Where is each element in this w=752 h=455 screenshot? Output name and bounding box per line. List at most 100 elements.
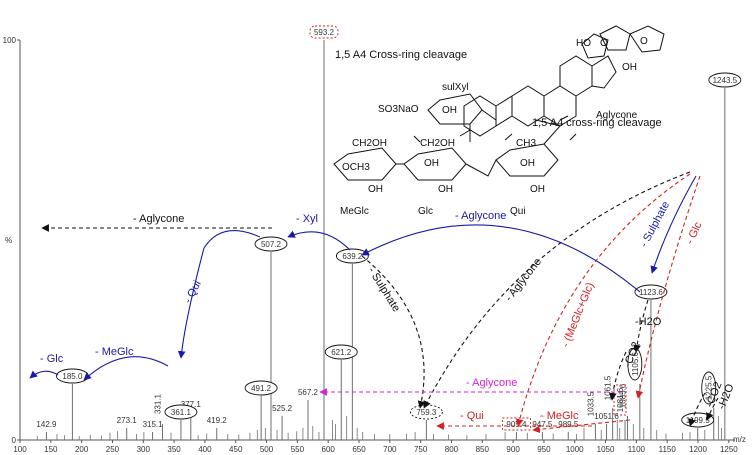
arrow-co2-left — [609, 351, 627, 401]
x-tick-label: 350 — [167, 445, 181, 454]
peak-label-frame — [708, 72, 742, 88]
svg-text:1105.6: 1105.6 — [631, 352, 640, 376]
x-tick-label: 950 — [537, 445, 551, 454]
label-meglc: MeGlc — [340, 206, 369, 217]
svg-text:331.1: 331.1 — [153, 393, 162, 414]
label-ch2oh-1: CH2OH — [352, 138, 387, 149]
x-tick-label: 150 — [44, 445, 58, 454]
svg-text:1061.5: 1061.5 — [604, 375, 613, 400]
arrow-qui-blue — [177, 230, 261, 359]
arrow-meglc-blue — [83, 356, 169, 381]
x-tick-label: 700 — [383, 445, 397, 454]
label-o-spiro: O — [640, 36, 648, 47]
x-tick-label: 100 — [13, 445, 27, 454]
arrow-glc-red — [635, 175, 701, 399]
peak-label-593.2: 593.2 — [314, 28, 335, 37]
svg-text:1225.5: 1225.5 — [705, 375, 714, 400]
y-tick-label: 0 — [12, 436, 17, 445]
x-tick-label: 800 — [445, 445, 459, 454]
ann-meglc-glc: - (MeGlc+Glc) — [560, 281, 597, 349]
ann-sulphate-blue: - Sulphate — [638, 199, 672, 249]
peak-label-507.2: 507.2 — [261, 240, 282, 249]
arrow-co2-right — [688, 392, 706, 427]
x-tick-label: 450 — [229, 445, 243, 454]
peak-label-759.3: 759.3 — [416, 408, 437, 417]
ann-aglycone-black: - Aglycone — [503, 256, 544, 304]
x-tick-label: 750 — [414, 445, 428, 454]
x-tick-label: 1200 — [689, 445, 707, 454]
x-tick-label: 900 — [506, 445, 520, 454]
label-cleavage-struct: 1,5 A4 cross-ring cleavage — [532, 117, 662, 129]
peak-label-frame — [309, 25, 339, 39]
x-tick-label: 400 — [198, 445, 212, 454]
peak-label-1123.6: 1123.6 — [639, 288, 663, 297]
peak-label-1225.5: 1225.5 — [701, 371, 717, 405]
peak-label-989.5: 989.5 — [558, 420, 579, 429]
arrow-aglycone-blue — [361, 224, 641, 293]
minor-peaks — [36, 416, 722, 440]
peak-label-frame — [254, 236, 288, 252]
y-tick-label: 100 — [3, 36, 17, 45]
peak-label-1081.6: 1081.6 — [613, 384, 627, 416]
chemical-structure — [333, 25, 665, 181]
peak-label-1061.5: 1061.5 — [604, 375, 613, 400]
structure-labels: HO O O OH Aglycone sulXyl SO3NaO OH 1,5 … — [340, 36, 662, 217]
x-tick-label: 300 — [137, 445, 151, 454]
label-ch2oh-2: CH2OH — [420, 138, 455, 149]
peak-label-frame — [634, 284, 668, 300]
label-aglycone: Aglycone — [596, 110, 638, 121]
label-oh-qui2: OH — [530, 184, 545, 195]
peaks — [45, 40, 726, 440]
peak-label-361.1: 361.1 — [171, 408, 192, 417]
peak-labels: 593.21243.5639.2507.21123.6621.2491.2185… — [36, 25, 742, 431]
x-tick-label: 550 — [291, 445, 305, 454]
label-ho: HO — [576, 38, 591, 49]
annotation-labels: - Aglycone - Xyl - Aglycone - Qui - Sulp… — [40, 199, 737, 422]
peak-label-331.1: 331.1 — [153, 393, 162, 414]
peak-label-frame — [164, 404, 198, 420]
ann-aglycone-top: - Aglycone — [133, 213, 184, 225]
x-tick-label: 600 — [322, 445, 336, 454]
label-oh-qui: OH — [520, 158, 535, 169]
arrow-sulphate-black — [361, 255, 426, 409]
peak-label-315.1: 315.1 — [143, 420, 164, 429]
svg-text:1081.6: 1081.6 — [616, 387, 625, 412]
x-tick-label: 500 — [260, 445, 274, 454]
label-oh-meglc: OH — [368, 184, 383, 195]
peak-label-567.2: 567.2 — [298, 388, 319, 397]
peak-label-419.2: 419.2 — [207, 416, 228, 425]
svg-text:1085.6: 1085.6 — [619, 383, 628, 408]
x-tick-label: 250 — [106, 445, 120, 454]
arrow-aglycone-black — [423, 171, 691, 409]
spiro-ring — [599, 25, 665, 53]
ann-meglc-blue: - MeGlc — [95, 346, 134, 358]
label-glc: Glc — [418, 206, 433, 217]
ann-qui-blue: - Qui — [182, 279, 204, 306]
label-oh-xyl: OH — [442, 105, 457, 116]
label-qui: Qui — [510, 206, 526, 217]
ann-glc-red: - Glc — [684, 220, 705, 247]
peak-label-621.2: 621.2 — [331, 348, 352, 357]
x-tick-label: 1050 — [597, 445, 615, 454]
fragmentation-arrows — [29, 171, 719, 434]
x-tick-label: 850 — [476, 445, 490, 454]
label-sulxyl: sulXyl — [442, 82, 469, 93]
arrow-h2o-right — [706, 397, 719, 421]
ann-meglc-red: - MeGlc — [540, 410, 579, 422]
ann-aglycone-magenta: - Aglycone — [466, 377, 517, 389]
peak-label-frame — [324, 344, 358, 360]
label-oh-glc2: OH — [438, 184, 453, 195]
ann-glc-left: - Glc — [40, 353, 64, 365]
y-axis-label: % — [5, 236, 12, 245]
arrow-xyl — [287, 230, 351, 251]
peak-label-273.1: 273.1 — [117, 416, 138, 425]
label-o-lactone: O — [600, 38, 608, 49]
cleavage-marks — [413, 115, 577, 143]
label-oh-aglycone: OH — [622, 62, 637, 73]
peak-label-frame — [244, 380, 278, 396]
peak-label-1243.5: 1243.5 — [713, 76, 738, 85]
ann-qui-red: - Qui — [460, 410, 484, 422]
peak-label-1199.5: 1199.5 — [686, 416, 710, 425]
